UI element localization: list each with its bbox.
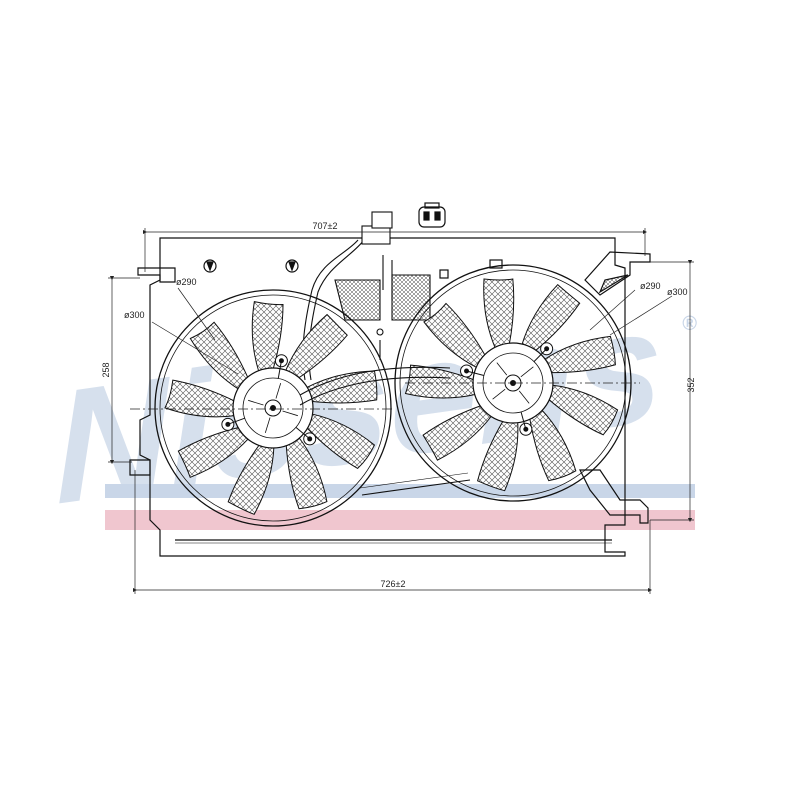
right-height-label: 352 [686, 377, 696, 392]
watermark-registered-mark: ® [682, 313, 697, 335]
right-lower-bracket [579, 469, 649, 524]
left-fan-outer-dia-label: ø300 [124, 310, 145, 320]
dimension-lines [108, 228, 694, 594]
fan-blade [483, 278, 515, 350]
shroud [129, 237, 651, 557]
left-fan-blade-dia-label: ø290 [176, 277, 197, 287]
fan-blade [285, 435, 328, 510]
shroud-outline [139, 237, 626, 557]
fan-blade [423, 302, 487, 369]
electrical-connector-icon [418, 202, 446, 228]
cross-brace [299, 366, 471, 496]
fan-blade [304, 370, 378, 404]
fan-blade [177, 426, 250, 478]
fan-blade [542, 335, 616, 374]
top-width-label: 707±2 [313, 221, 338, 231]
fan-blade [547, 384, 619, 436]
fan-blade [284, 313, 348, 380]
right-fan-outer-dia-label: ø300 [667, 287, 688, 297]
dimension-labels: 707±2 726±2 258 352 ø300 ø290 ø300 ø290 [101, 221, 696, 589]
bottom-width-label: 726±2 [381, 579, 406, 589]
fan-blade [422, 404, 493, 461]
right-mount-bracket [584, 251, 651, 296]
fan-blade [404, 364, 478, 399]
left-fan [154, 289, 392, 527]
fan-blade [189, 321, 250, 391]
left-mount-bracket [137, 267, 176, 283]
harness-plug [361, 225, 391, 245]
fan-blade [251, 301, 284, 374]
fan-ring [154, 289, 392, 527]
left-height-label: 258 [101, 362, 111, 377]
fan-blade [305, 413, 376, 470]
watermark-red-stripe [105, 510, 695, 530]
right-fan-blade-dia-label: ø290 [640, 281, 661, 291]
fan-blade [477, 419, 519, 492]
fan-blade [164, 379, 237, 418]
resistor-block [334, 279, 381, 321]
fan-blade [529, 408, 577, 482]
fan-blade [520, 283, 581, 353]
fan-blade [227, 443, 275, 515]
